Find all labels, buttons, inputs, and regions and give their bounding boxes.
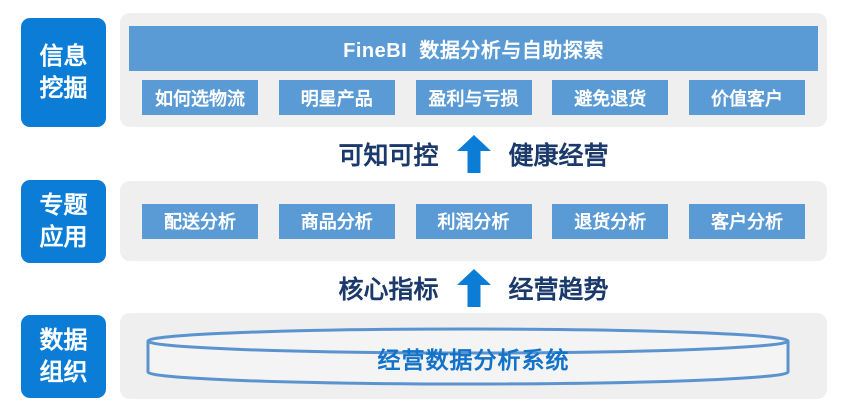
- connector2-label-left: 核心指标: [338, 276, 439, 304]
- button-logistics-choice: 如何选物流: [142, 80, 258, 115]
- connector1-label-left: 可知可控: [338, 142, 439, 170]
- side-label-data-organization: 数据 组织: [21, 315, 106, 398]
- database-cylinder-shape: [146, 327, 790, 386]
- button-star-products: 明星产品: [278, 80, 395, 115]
- topic-application-button-row: 配送分析 商品分析 利润分析 退货分析 客户分析: [142, 203, 805, 239]
- button-product-analysis: 商品分析: [278, 203, 395, 239]
- panel-info-mining: FineBI 数据分析与自助探索 如何选物流 明星产品 盈利与亏损 避免退货 价…: [120, 13, 827, 127]
- connector2-label-right: 经营趋势: [508, 276, 609, 304]
- up-arrow-icon: [456, 135, 491, 173]
- panel-data-organization: 经营数据分析系统: [120, 313, 827, 399]
- finebi-header-bar: FineBI 数据分析与自助探索: [129, 26, 818, 71]
- cylinder-label: 经营数据分析系统: [377, 347, 570, 373]
- button-delivery-analysis: 配送分析: [142, 203, 258, 239]
- button-profit-analysis: 利润分析: [415, 203, 532, 239]
- button-return-analysis: 退货分析: [552, 203, 669, 239]
- button-avoid-returns: 避免退货: [552, 80, 669, 115]
- up-arrow-icon: [456, 269, 491, 307]
- connector1-label-right: 健康经营: [508, 142, 609, 170]
- connector-row-1: 可知可控 健康经营: [120, 132, 827, 176]
- button-value-customers: 价值客户: [689, 80, 805, 115]
- side-label-topic-application: 专题 应用: [21, 180, 106, 263]
- panel-topic-application: 配送分析 商品分析 利润分析 退货分析 客户分析: [120, 181, 827, 261]
- button-profit-loss: 盈利与亏损: [415, 80, 532, 115]
- button-customer-analysis: 客户分析: [689, 203, 805, 239]
- info-mining-button-row: 如何选物流 明星产品 盈利与亏损 避免退货 价值客户: [120, 80, 827, 115]
- side-label-info-mining: 信息 挖掘: [21, 18, 106, 127]
- connector-row-2: 核心指标 经营趋势: [120, 266, 827, 310]
